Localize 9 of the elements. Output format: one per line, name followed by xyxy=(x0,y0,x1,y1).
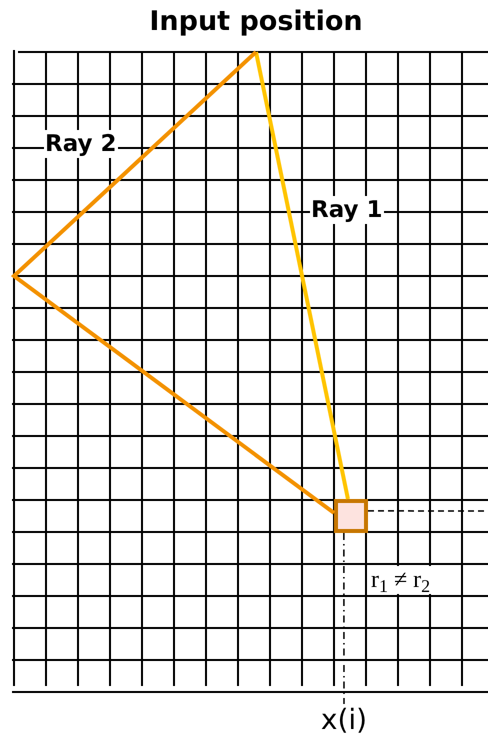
axis-label: x(i) xyxy=(324,704,364,738)
ray-label: Ray 2 xyxy=(44,130,118,158)
dash-dot-line xyxy=(343,533,345,704)
position-label: Input position xyxy=(110,4,402,52)
ray-line xyxy=(10,50,336,515)
inequality-label: r$_{1}$ ≠ r$_{2}$ xyxy=(370,566,432,594)
ray-line xyxy=(254,52,350,500)
ray-label: Ray 1 xyxy=(310,196,384,224)
pixel-box xyxy=(334,499,368,533)
